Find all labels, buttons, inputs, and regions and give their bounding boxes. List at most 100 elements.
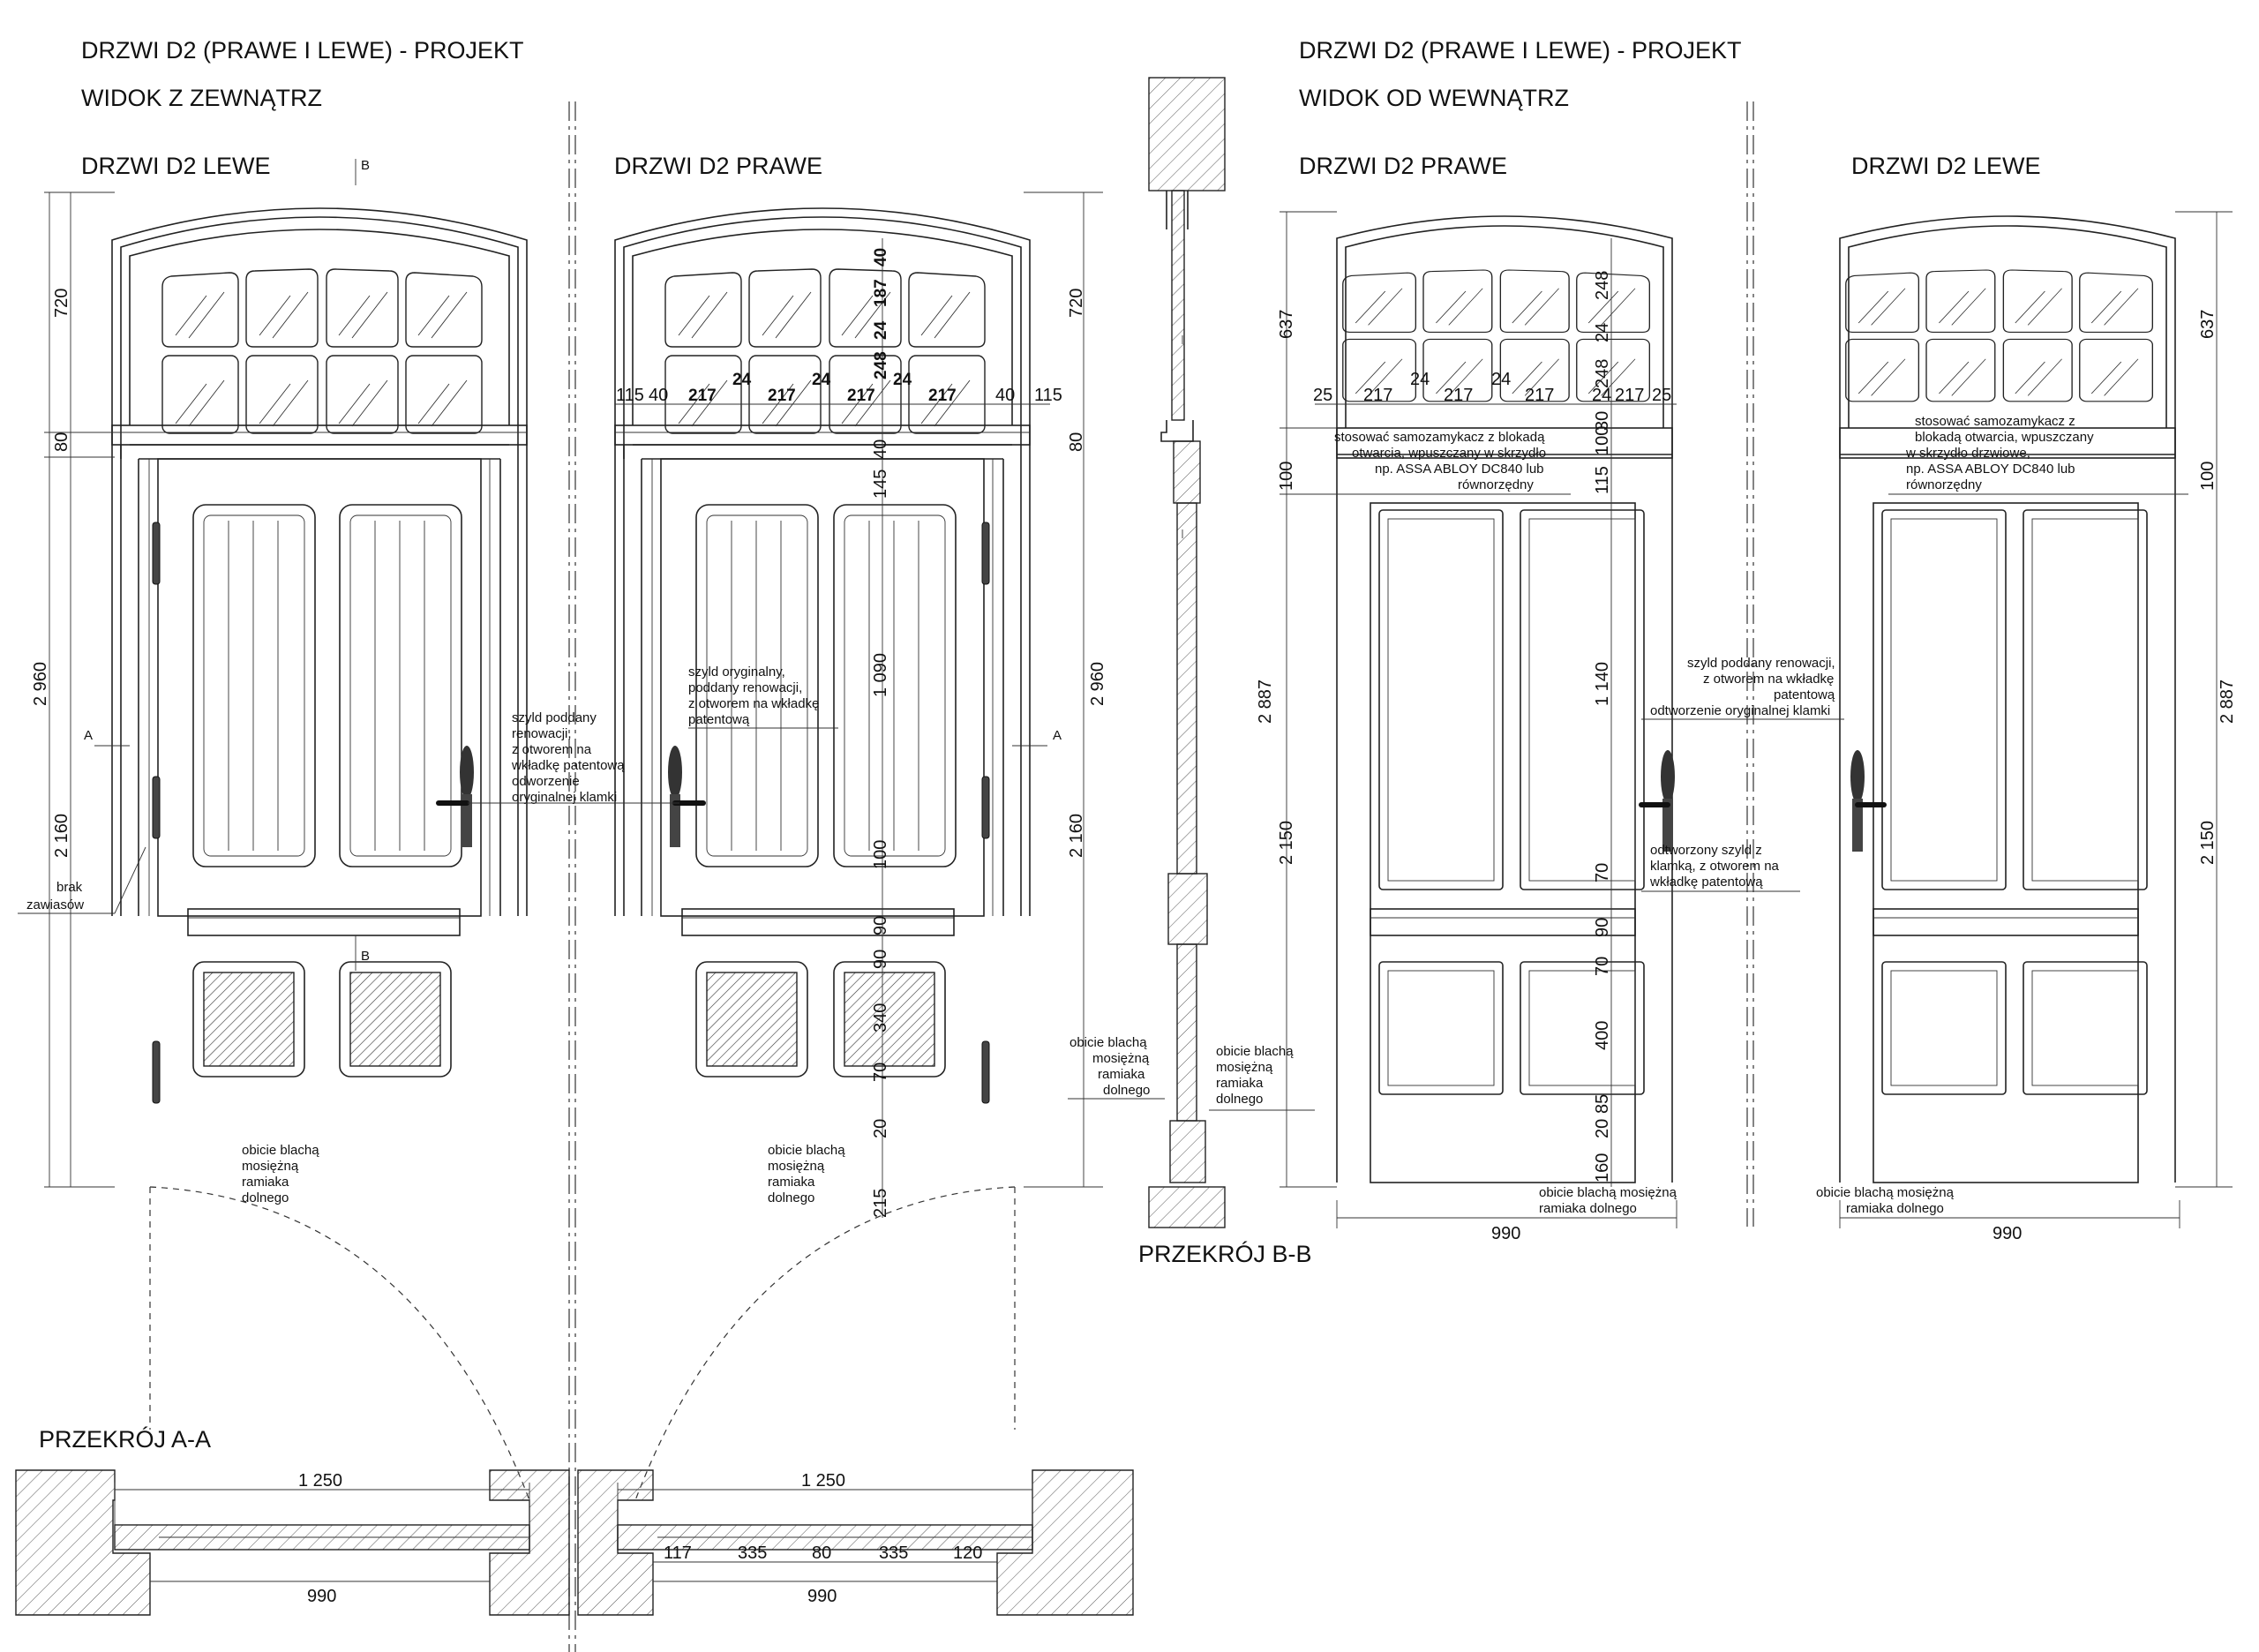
dim-ext-v-215: 215 bbox=[871, 1189, 890, 1218]
note-szyld-org-3: z otworem na wkładkę bbox=[688, 696, 819, 711]
inside-subheading: WIDOK OD WEWNĄTRZ bbox=[1299, 85, 1569, 111]
outside-heading: DRZWI D2 (PRAWE I LEWE) - PROJEKT bbox=[81, 37, 524, 64]
dim-aa-120: 120 bbox=[953, 1543, 982, 1563]
dim-ext-2960-right: 2 960 bbox=[1088, 662, 1107, 706]
title-section-bb: PRZEKRÓJ B-B bbox=[1138, 1240, 1312, 1267]
inside-heading: DRZWI D2 (PRAWE I LEWE) - PROJEKT bbox=[1299, 37, 1742, 64]
dim-aa-335b: 335 bbox=[879, 1543, 908, 1563]
title-section-aa: PRZEKRÓJ A-A bbox=[39, 1425, 211, 1453]
note-obicie-ext-left-3: ramiaka bbox=[242, 1175, 289, 1190]
title-door-int-right: DRZWI D2 PRAWE bbox=[1299, 153, 1507, 179]
dim-ext-v-24: 24 bbox=[872, 320, 890, 340]
dim-ext-40-right: 40 bbox=[995, 386, 1015, 405]
marker-a-right: A bbox=[1053, 728, 1062, 743]
note-brak: brak bbox=[56, 880, 83, 895]
note-samo-l-3: w skrzydło drzwiowe, bbox=[1905, 446, 2030, 461]
note-samo-l-4: np. ASSA ABLOY DC840 lub bbox=[1906, 462, 2075, 477]
dim-int-2887: 2 887 bbox=[1256, 680, 1275, 724]
note-obicie-int-r-1: obicie blachą mosiężną bbox=[1539, 1185, 1677, 1200]
dim-int-width-right: 990 bbox=[1491, 1224, 1520, 1243]
dim-int-217-c: 217 bbox=[1525, 386, 1554, 405]
note-samo-r-1: stosować samozamykacz z blokadą bbox=[1334, 430, 1545, 445]
dim-ext-2160: 2 160 bbox=[52, 814, 71, 858]
dim-int-24-b: 24 bbox=[1491, 370, 1511, 389]
note-obicie-int-l-2: ramiaka dolnego bbox=[1846, 1201, 1944, 1216]
title-door-ext-right: DRZWI D2 PRAWE bbox=[614, 153, 822, 179]
dim-aa-1250-left: 1 250 bbox=[298, 1471, 342, 1491]
dim-int-24-a: 24 bbox=[1410, 370, 1430, 389]
dim-aa-1250-right: 1 250 bbox=[801, 1471, 845, 1491]
note-szyld-org-2: poddany renowacji, bbox=[688, 680, 802, 695]
dim-aa-80: 80 bbox=[812, 1543, 831, 1563]
dim-int-2150-right: 2 150 bbox=[2198, 821, 2218, 865]
door-int-right bbox=[1336, 215, 1675, 1183]
note-samo-r-4: równorzędny bbox=[1458, 477, 1534, 492]
note-samo-l-1: stosować samozamykacz z bbox=[1915, 414, 2075, 429]
title-door-int-left: DRZWI D2 LEWE bbox=[1851, 153, 2041, 179]
marker-a-left: A bbox=[84, 728, 93, 743]
note-szyld-org-4: patentową bbox=[688, 712, 750, 727]
dim-int-v-248a: 248 bbox=[1593, 271, 1612, 300]
dim-int-v-115: 115 bbox=[1593, 466, 1612, 494]
note-obicie-ext-right-1: obicie blachą bbox=[768, 1143, 845, 1158]
note-obicie-int-r-2: ramiaka dolnego bbox=[1539, 1201, 1637, 1216]
note-bb-right-2: mosiężną bbox=[1216, 1060, 1273, 1075]
dim-ext-24-b: 24 bbox=[812, 371, 831, 389]
dim-ext-40-left: 40 bbox=[649, 386, 668, 405]
dim-int-100: 100 bbox=[1277, 462, 1296, 491]
note-szyld-1: szyld poddany bbox=[512, 710, 597, 725]
note-odtw-1: odtworzony szyld z bbox=[1650, 843, 1762, 858]
dim-ext-217-b: 217 bbox=[768, 387, 796, 405]
dimensions-exterior: 720 80 2 960 2 160 720 80 2 960 2 160 11… bbox=[31, 191, 1107, 1218]
dim-ext-v-100: 100 bbox=[871, 840, 890, 869]
handle-icon bbox=[668, 746, 706, 847]
note-samo-r-3: np. ASSA ABLOY DC840 lub bbox=[1375, 462, 1544, 477]
note-szyld-int-3: patentową bbox=[1774, 687, 1835, 702]
dim-ext-24-a: 24 bbox=[732, 371, 752, 389]
dim-int-v-90: 90 bbox=[1593, 918, 1612, 937]
dim-int-v-70b: 70 bbox=[1593, 957, 1612, 976]
dim-int-217-d: 217 bbox=[1615, 386, 1644, 405]
note-bb-left-2: mosiężną bbox=[1092, 1051, 1150, 1066]
dim-ext-v-90b: 90 bbox=[871, 950, 890, 969]
dim-ext-217-c: 217 bbox=[847, 387, 875, 405]
dim-int-25-left: 25 bbox=[1313, 386, 1332, 405]
note-szyld-int-1: szyld poddany renowacji, bbox=[1687, 656, 1835, 671]
note-obicie-ext-left-4: dolnego bbox=[242, 1190, 289, 1205]
note-szyld-4: wkładkę patentową bbox=[511, 758, 625, 773]
dim-ext-v-40b: 40 bbox=[871, 439, 890, 459]
dim-ext-v-187: 187 bbox=[872, 279, 890, 307]
dim-int-v-30: 30 bbox=[1593, 411, 1612, 431]
dim-int-2150: 2 150 bbox=[1277, 821, 1296, 865]
dim-int-v-248b: 248 bbox=[1593, 359, 1612, 388]
note-samo-l-2: blokadą otwarcia, wpuszczany bbox=[1915, 430, 2094, 445]
dim-ext-115-right: 115 bbox=[1034, 386, 1062, 405]
marker-b-bottom: B bbox=[361, 949, 370, 964]
dim-ext-217-d: 217 bbox=[928, 387, 957, 405]
dim-int-v-160: 160 bbox=[1593, 1153, 1612, 1183]
dim-ext-v-20: 20 bbox=[871, 1119, 890, 1138]
note-obicie-ext-right-2: mosiężną bbox=[768, 1159, 825, 1174]
dim-int-v-85: 85 bbox=[1593, 1094, 1612, 1114]
door-int-left bbox=[1839, 215, 2176, 1183]
handle-icon bbox=[1639, 750, 1675, 852]
note-szyld-org-1: szyld oryginalny, bbox=[688, 665, 785, 680]
handle-icon bbox=[1850, 750, 1887, 852]
note-bb-left-4: dolnego bbox=[1103, 1083, 1150, 1098]
dimensions-interior: 637 100 2 887 2 150 637 100 2 887 2 150 … bbox=[1256, 211, 2237, 1243]
dim-ext-217-a: 217 bbox=[688, 387, 717, 405]
dim-int-width-left: 990 bbox=[1993, 1224, 2022, 1243]
notes-exterior: brak zawiasów obicie blachą mosiężną ram… bbox=[18, 665, 845, 1205]
dim-ext-v-70: 70 bbox=[871, 1063, 890, 1082]
note-obicie-ext-right-4: dolnego bbox=[768, 1190, 814, 1205]
note-obicie-int-l-1: obicie blachą mosiężną bbox=[1816, 1185, 1955, 1200]
marker-b-top: B bbox=[361, 158, 370, 173]
door-ext-left: B B A bbox=[84, 158, 528, 1104]
dim-ext-720: 720 bbox=[52, 289, 71, 318]
dim-aa-990-left: 990 bbox=[307, 1587, 336, 1606]
dim-int-v-70a: 70 bbox=[1593, 863, 1612, 882]
note-szyld-2: renowacji, bbox=[512, 726, 572, 741]
notes-interior: stosować samozamykacz z blokadą otwarcia… bbox=[1288, 414, 2188, 1216]
dim-int-v-24: 24 bbox=[1593, 323, 1612, 342]
